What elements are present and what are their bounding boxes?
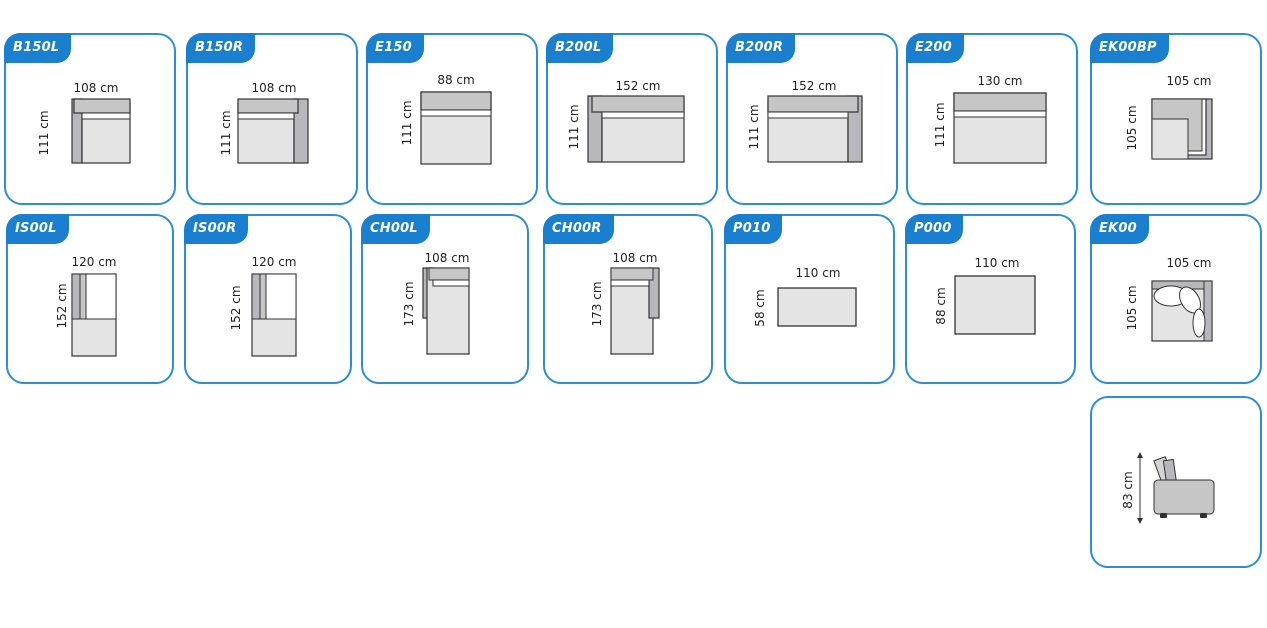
module-diagram: 108 cm 111 cm <box>219 81 309 164</box>
module-code: P010 <box>724 214 783 244</box>
width-label: 152 cm <box>615 79 660 93</box>
module-card-p000: P000 110 cm 88 cm <box>905 214 1076 384</box>
module-code: IS00R <box>184 214 249 244</box>
width-label: 105 cm <box>1166 74 1211 88</box>
module-diagram: 108 cm 173 cm <box>402 251 470 355</box>
width-label: 108 cm <box>251 81 296 95</box>
depth-label: 173 cm <box>590 281 604 326</box>
module-card-ch00l: CH00L 108 cm 173 cm <box>361 214 529 384</box>
width-label: 130 cm <box>977 74 1022 88</box>
module-code: E150 <box>366 33 424 63</box>
width-label: 110 cm <box>974 256 1019 270</box>
module-diagram: 88 cm 111 cm <box>400 73 492 165</box>
module-diagram: 120 cm 152 cm <box>55 255 117 357</box>
module-card-ek00bp: EK00BP 105 cm 105 cm <box>1090 33 1262 205</box>
module-code: E200 <box>906 33 964 63</box>
side-view-card: 83 cm <box>1090 396 1262 568</box>
module-card-is00l: IS00L 120 cm 152 cm <box>6 214 174 384</box>
depth-label: 152 cm <box>229 285 243 330</box>
module-diagram: 110 cm 88 cm <box>934 256 1036 335</box>
side-view-diagram: 83 cm <box>1121 452 1215 524</box>
width-label: 152 cm <box>791 79 836 93</box>
module-code: EK00 <box>1090 214 1149 244</box>
width-label: 105 cm <box>1166 256 1211 270</box>
width-label: 110 cm <box>795 266 840 280</box>
module-code: CH00L <box>361 214 430 244</box>
height-label: 83 cm <box>1121 471 1135 508</box>
depth-label: 111 cm <box>400 100 414 145</box>
module-card-b150r: B150R 108 cm 111 cm <box>186 33 358 205</box>
depth-label: 105 cm <box>1125 105 1139 150</box>
module-code: B150L <box>4 33 72 63</box>
module-diagram: 130 cm 111 cm <box>933 74 1047 164</box>
module-code: IS00L <box>6 214 69 244</box>
module-card-e200: E200 130 cm 111 cm <box>906 33 1078 205</box>
depth-label: 173 cm <box>402 281 416 326</box>
depth-label: 111 cm <box>37 110 51 155</box>
module-diagram: 110 cm 58 cm <box>753 266 857 327</box>
module-diagram: 108 cm 173 cm <box>590 251 660 355</box>
depth-label: 88 cm <box>934 287 948 324</box>
module-card-b150l: B150L 108 cm 111 cm <box>4 33 176 205</box>
module-card-b200l: B200L 152 cm 111 cm <box>546 33 718 205</box>
width-label: 108 cm <box>612 251 657 265</box>
width-label: 120 cm <box>251 255 296 269</box>
module-card-e150: E150 88 cm 111 cm <box>366 33 538 205</box>
depth-label: 111 cm <box>933 102 947 147</box>
depth-label: 152 cm <box>55 283 69 328</box>
width-label: 88 cm <box>437 73 474 87</box>
module-code: B200R <box>726 33 796 63</box>
module-diagram: 108 cm 111 cm <box>37 81 131 164</box>
module-card-ek00: EK00 105 cm 105 cm <box>1090 214 1262 384</box>
width-label: 108 cm <box>73 81 118 95</box>
depth-label: 58 cm <box>753 289 767 326</box>
module-card-b200r: B200R 152 cm 111 cm <box>726 33 898 205</box>
width-label: 108 cm <box>424 251 469 265</box>
module-card-p010: P010 110 cm 58 cm <box>724 214 895 384</box>
cushion-icon <box>1192 308 1206 338</box>
module-diagram: 152 cm 111 cm <box>747 79 863 163</box>
width-label: 120 cm <box>71 255 116 269</box>
depth-label: 111 cm <box>747 104 761 149</box>
depth-label: 105 cm <box>1125 285 1139 330</box>
module-card-is00r: IS00R 120 cm 152 cm <box>184 214 352 384</box>
depth-label: 111 cm <box>567 104 581 149</box>
module-diagram: 152 cm 111 cm <box>567 79 685 163</box>
module-code: P000 <box>905 214 964 244</box>
module-code: B200L <box>546 33 614 63</box>
depth-label: 111 cm <box>219 110 233 155</box>
module-diagram: 105 cm 105 cm <box>1125 256 1213 342</box>
module-diagram: 120 cm 152 cm <box>229 255 297 357</box>
module-code: B150R <box>186 33 256 63</box>
module-code: EK00BP <box>1090 33 1169 63</box>
module-diagram: 105 cm 105 cm <box>1125 74 1213 160</box>
module-code: CH00R <box>543 214 614 244</box>
module-card-ch00r: CH00R 108 cm 173 cm <box>543 214 713 384</box>
